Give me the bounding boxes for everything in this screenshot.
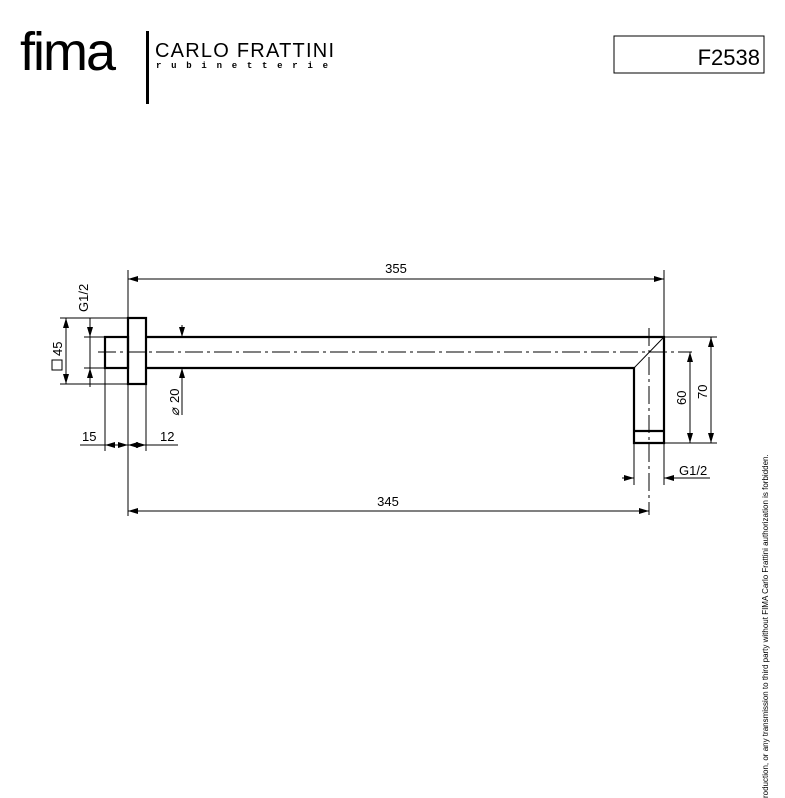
flange [126,316,148,386]
square-symbol-icon [51,359,63,371]
logo-fima: fima [20,22,117,82]
copyright-notice: roduction, or any transmission to third … [761,454,770,798]
dim-nipple-length: 15 [82,429,96,444]
product-code: F2538 [698,45,760,70]
dim-drop-to-axis: 60 [674,391,689,405]
logo-divider [146,31,149,104]
code-box [613,35,765,74]
shower-arm [98,316,692,515]
dim-flange-thickness: 12 [160,429,174,444]
dim-overall-length: 355 [385,261,407,276]
pipe [146,335,666,445]
dim-drop-total: 70 [695,385,710,399]
dim-flange-square: 45 [50,342,65,356]
logo-tagline: rubinetterie [156,61,328,71]
dim-inlet-thread: G1/2 [76,284,91,312]
dim-outlet-thread: G1/2 [679,463,707,478]
dim-pipe-diameter: 20 [167,389,182,403]
dim-length-to-axis: 345 [377,494,399,509]
logo: fima CARLO FRATTINI rubinetterie [20,22,334,104]
logo-company: CARLO FRATTINI [155,40,333,62]
diameter-symbol-icon: ⌀ [167,407,182,416]
extension-lines [60,270,717,516]
